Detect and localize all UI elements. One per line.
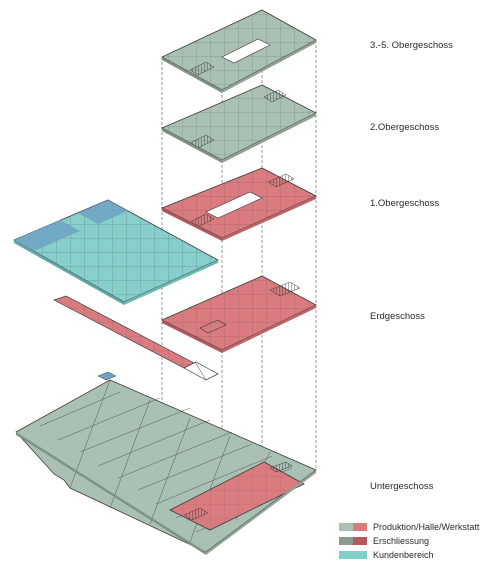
floor-untergeschoss xyxy=(15,371,317,555)
legend-swatch-produktion xyxy=(339,523,367,531)
label-obergeschoss-1: 1.Obergeschoss xyxy=(370,198,440,209)
label-obergeschoss-2: 2.Obergeschoss xyxy=(370,122,440,133)
legend-swatch-kundenbereich xyxy=(339,551,367,559)
legend-swatch-erschliessung xyxy=(339,537,367,545)
legend-label-produktion: Produktion/Halle/Werkstatt xyxy=(373,522,480,532)
label-obergeschoss-3-5: 3.-5. Obergeschoss xyxy=(370,40,453,51)
kundenbereich-floor xyxy=(13,199,219,305)
label-untergeschoss: Untergeschoss xyxy=(370,481,434,492)
floor-obergeschoss-1 xyxy=(161,167,317,241)
legend-item-produktion: Produktion/Halle/Werkstatt xyxy=(339,521,479,533)
erdgeschoss-strip xyxy=(53,295,219,381)
legend-item-erschliessung: Erschliessung xyxy=(339,535,429,547)
legend-item-kundenbereich: Kundenbereich xyxy=(339,549,434,561)
legend-label-kundenbereich: Kundenbereich xyxy=(373,550,434,560)
label-erdgeschoss: Erdgeschoss xyxy=(370,311,425,322)
floor-obergeschoss-2 xyxy=(161,84,317,163)
floor-obergeschoss-3-5 xyxy=(161,9,317,93)
legend-label-erschliessung: Erschliessung xyxy=(373,536,430,546)
floor-erdgeschoss xyxy=(161,275,317,353)
